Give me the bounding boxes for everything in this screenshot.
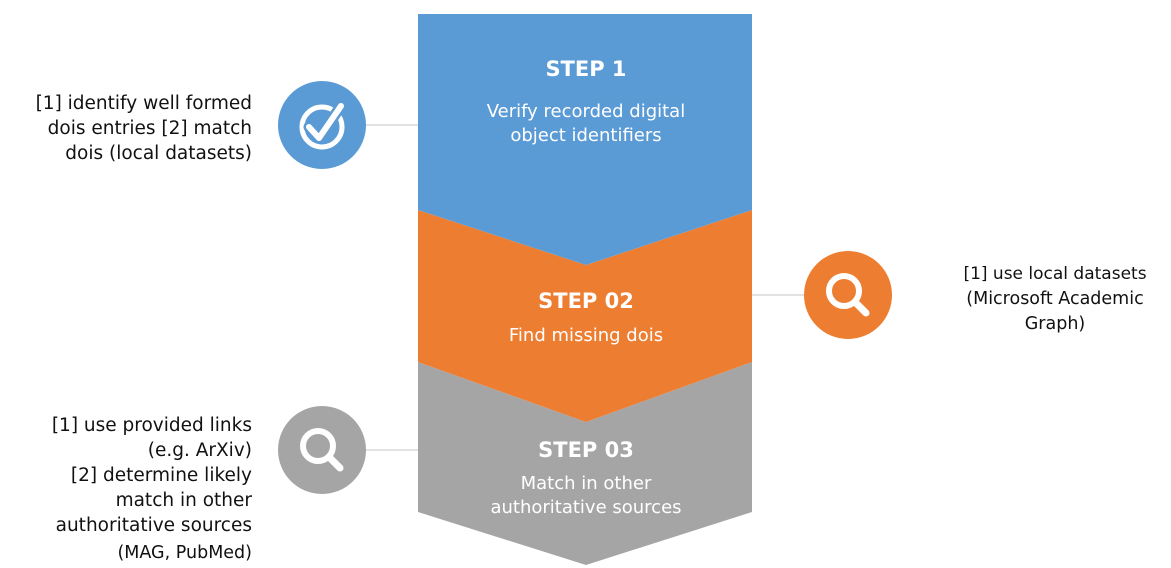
step-3-title: STEP 03 bbox=[538, 438, 634, 462]
step-1-shape bbox=[418, 14, 752, 265]
step-1-description-line-1: Verify recorded digital bbox=[487, 101, 685, 122]
step-3-note: [1] use provided links (e.g. ArXiv) [2] … bbox=[0, 413, 252, 568]
step-3-description-line-2: authoritative sources bbox=[490, 497, 681, 518]
step-1-note-line: dois entries [2] match bbox=[47, 118, 252, 139]
step-1-note-line: [1] identify well formed bbox=[35, 93, 252, 114]
step-3-note-line: [1] use provided links bbox=[51, 415, 252, 436]
step-2-note-line: [1] use local datasets bbox=[963, 264, 1147, 284]
step-2-shape bbox=[418, 210, 752, 422]
step-1-note-line: dois (local datasets) bbox=[65, 143, 252, 164]
step-1-description-line-2: object identifiers bbox=[510, 125, 661, 146]
step-2-description-line-1: Find missing dois bbox=[509, 325, 663, 346]
step-3-note-line: [2] determine likely bbox=[70, 465, 252, 486]
step-3-note-line: match in other bbox=[115, 490, 252, 511]
step-1-note: [1] identify well formed dois entries [2… bbox=[0, 91, 252, 166]
step-1-title: STEP 1 bbox=[545, 57, 626, 81]
step-3-note-line: (e.g. ArXiv) bbox=[147, 440, 252, 461]
search-icon bbox=[278, 406, 366, 494]
step-2-title: STEP 02 bbox=[538, 289, 634, 313]
step-2-note-line: Graph) bbox=[1024, 314, 1086, 334]
step-3-note-line: authoritative sources bbox=[55, 515, 252, 536]
step-2-note: [1] use local datasets (Microsoft Academ… bbox=[930, 262, 1171, 337]
step-3-description-line-1: Match in other bbox=[521, 473, 652, 494]
check-circle-icon bbox=[278, 81, 366, 169]
search-icon bbox=[804, 251, 892, 339]
step-2-note-line: (Microsoft Academic bbox=[966, 289, 1144, 309]
step-3-note-line: (MAG, PubMed) bbox=[117, 543, 252, 563]
step-3-shape bbox=[418, 362, 752, 565]
